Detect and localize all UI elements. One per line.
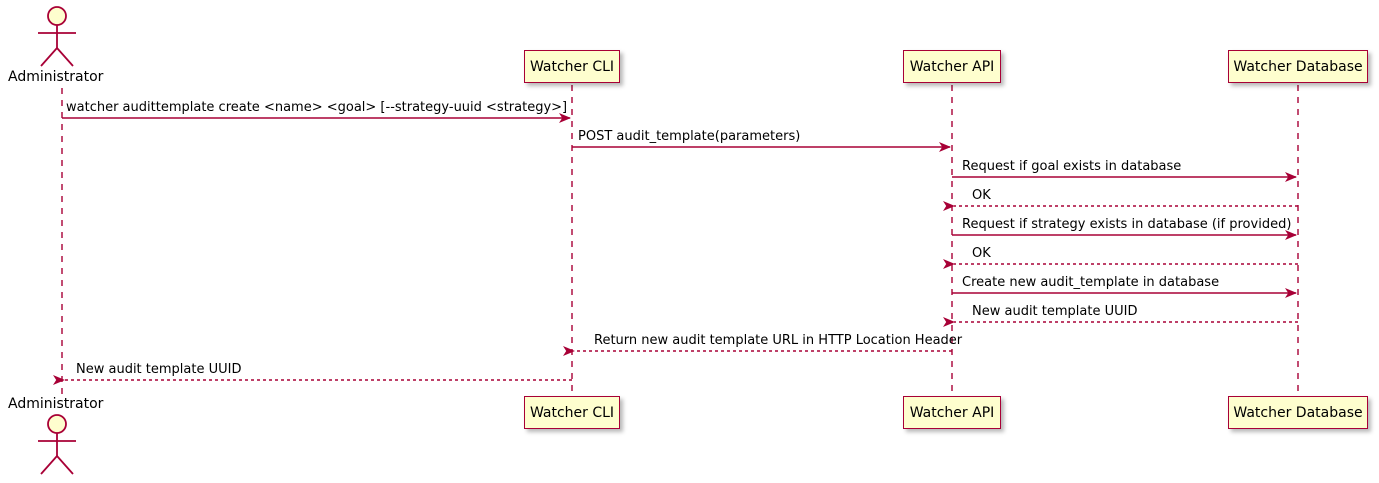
actor-administrator-bottom	[38, 414, 76, 475]
participant-watcher-api-bottom[interactable]: Watcher API	[903, 396, 1001, 429]
message-label-6: OK	[972, 246, 991, 261]
message-label-7: Create new audit_template in database	[962, 275, 1220, 290]
participant-label-watcher-database: Watcher Database	[1233, 58, 1363, 75]
message-label-9: Return new audit template URL in HTTP Lo…	[594, 333, 963, 348]
participant-watcher-api-top[interactable]: Watcher API	[903, 50, 1001, 83]
participant-watcher-cli-bottom[interactable]: Watcher CLI	[524, 396, 620, 429]
participant-label-watcher-cli-bottom: Watcher CLI	[529, 404, 615, 421]
participant-watcher-cli-top[interactable]: Watcher CLI	[524, 50, 620, 83]
participant-label-watcher-api: Watcher API	[909, 58, 995, 75]
message-arrows	[53, 113, 1298, 385]
participant-label-watcher-api-bottom: Watcher API	[909, 404, 995, 421]
actor-label-administrator-bottom: Administrator	[8, 396, 104, 412]
message-label-3: Request if goal exists in database	[962, 159, 1182, 174]
message-label-5: Request if strategy exists in database (…	[962, 217, 1292, 232]
participant-label-watcher-cli: Watcher CLI	[529, 58, 615, 75]
message-label-4: OK	[972, 188, 991, 203]
message-label-8: New audit template UUID	[972, 304, 1138, 319]
message-label-10: New audit template UUID	[76, 362, 242, 377]
actor-administrator-top	[38, 6, 76, 67]
participant-label-watcher-database-bottom: Watcher Database	[1233, 404, 1363, 421]
actor-label-administrator-top: Administrator	[8, 69, 104, 85]
message-label-2: POST audit_template(parameters)	[578, 129, 801, 144]
message-label-1: watcher audittemplate create <name> <goa…	[66, 100, 568, 115]
participant-watcher-database-top[interactable]: Watcher Database	[1228, 50, 1368, 83]
participant-watcher-database-bottom[interactable]: Watcher Database	[1228, 396, 1368, 429]
lifeline-group	[61, 85, 1299, 396]
